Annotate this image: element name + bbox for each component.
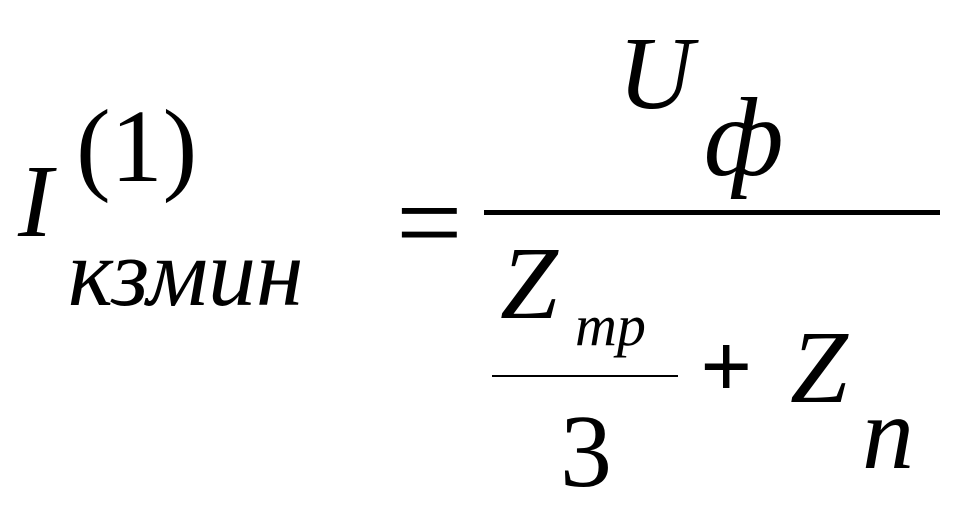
- denominator-term2-subscript: п: [862, 376, 914, 491]
- numerator-subscript: ф: [704, 76, 784, 200]
- denominator-term1-divisor: 3: [560, 394, 612, 509]
- denominator-term2-symbol: Z: [790, 310, 848, 425]
- current-symbol: I: [18, 144, 53, 259]
- equals-sign: =: [396, 157, 463, 288]
- denominator-term1-symbol: Z: [500, 226, 558, 341]
- numerator-symbol: U: [618, 16, 694, 131]
- main-fraction-bar: [484, 210, 940, 215]
- plus-sign: +: [700, 315, 753, 417]
- current-superscript: (1): [76, 89, 198, 204]
- inner-fraction-bar: [492, 375, 678, 377]
- current-subscript: кзмин: [68, 219, 304, 326]
- denominator-term1-subscript: тр: [575, 293, 646, 358]
